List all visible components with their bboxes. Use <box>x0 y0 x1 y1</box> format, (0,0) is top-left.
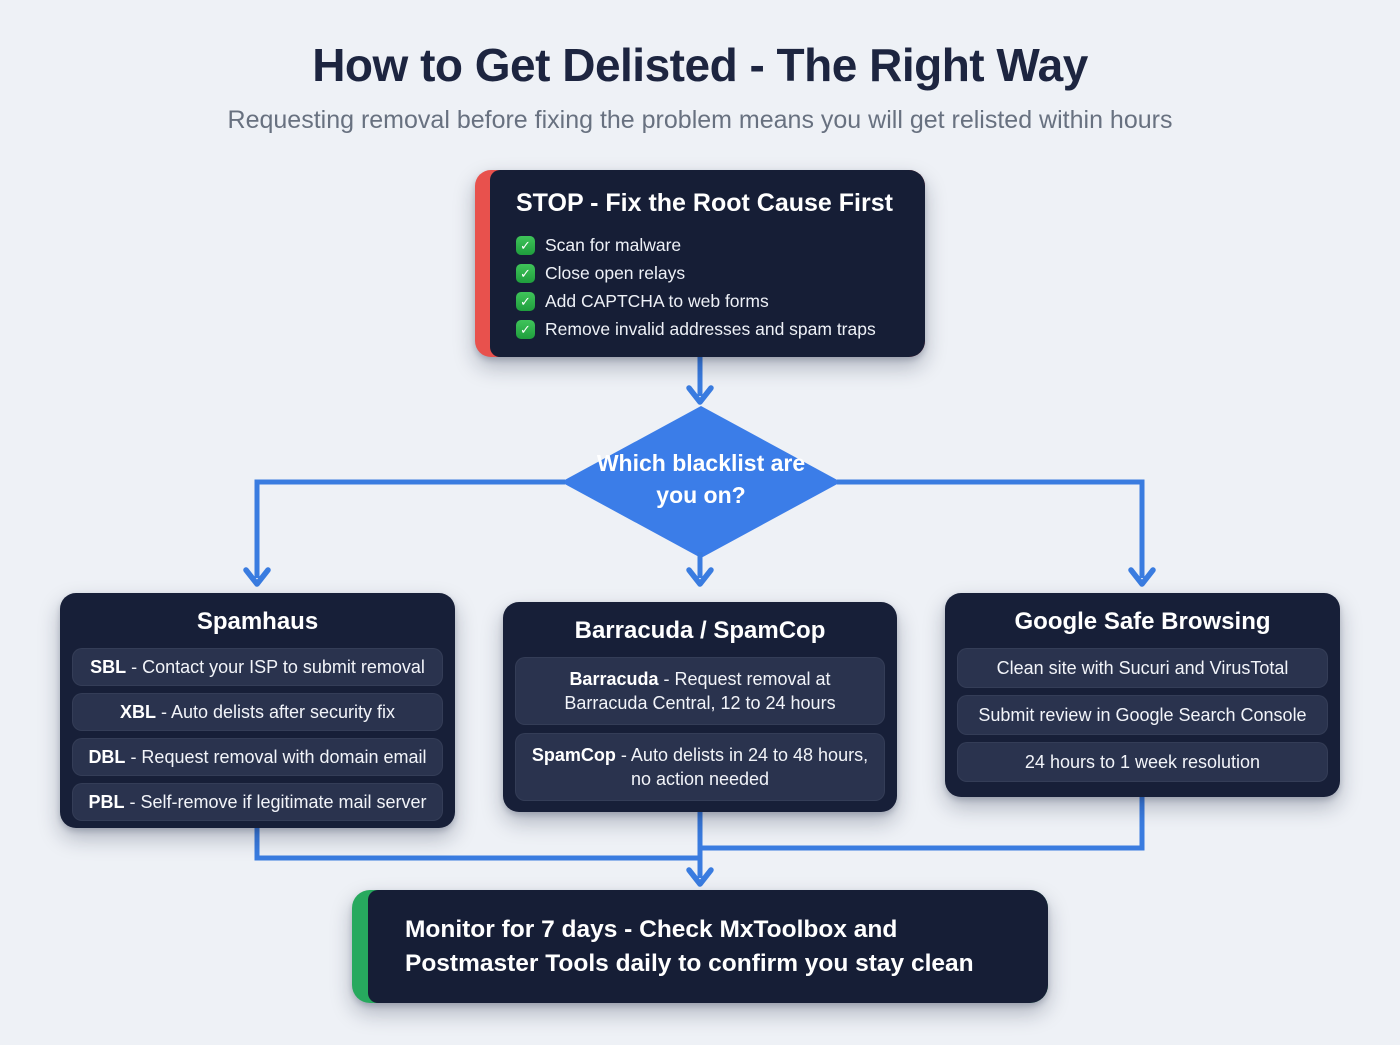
check-icon <box>516 291 535 311</box>
check-icon <box>516 319 535 339</box>
list-item: Barracuda - Request removal at Barracuda… <box>515 657 885 725</box>
checklist-item-label: Scan for malware <box>545 234 682 255</box>
list-item-text: - Request removal with domain email <box>125 747 427 767</box>
arrowhead-down-icon <box>686 567 714 587</box>
list-item: SpamCop - Auto delists in 24 to 48 hours… <box>515 733 885 801</box>
list-item-prefix: XBL <box>119 702 156 722</box>
list-item: PBL - Self-remove if legitimate mail ser… <box>72 783 443 821</box>
checklist-item-label: Add CAPTCHA to web forms <box>545 290 769 311</box>
branch-title: Google Safe Browsing <box>1014 608 1271 635</box>
arrow-decision-to-spamhaus <box>254 479 565 578</box>
arrowhead-down-icon <box>686 385 714 405</box>
list-item: Submit review in Google Search Console <box>957 695 1328 735</box>
line-google-to-merge <box>700 797 1145 851</box>
monitor-box-text: Monitor for 7 days - Check MxToolbox and… <box>405 915 974 977</box>
list-item-text: Clean site with Sucuri and VirusTotal <box>996 658 1289 678</box>
list-item-prefix: Barracuda <box>569 669 659 689</box>
list-item-text: Submit review in Google Search Console <box>978 705 1307 725</box>
branch-title: Barracuda / SpamCop <box>574 617 826 644</box>
list-item-text: 24 hours to 1 week resolution <box>1024 752 1261 772</box>
arrowhead-down-icon <box>686 867 714 887</box>
monitor-box-inner: Monitor for 7 days - Check MxToolbox and… <box>368 890 1048 1003</box>
checklist-item: Add CAPTCHA to web forms <box>516 287 899 315</box>
checklist-item-label: Close open relays <box>545 262 686 283</box>
list-item: Clean site with Sucuri and VirusTotal <box>957 648 1328 688</box>
arrowhead-down-icon <box>1128 567 1156 587</box>
list-item-prefix: SBL <box>90 657 127 677</box>
stop-root-cause-box: STOP - Fix the Root Cause First Scan for… <box>475 170 925 357</box>
check-icon <box>516 263 535 283</box>
checklist-item-label: Remove invalid addresses and spam traps <box>545 318 876 339</box>
branch-box-google-safe-browsing: Google Safe Browsing Clean site with Suc… <box>945 593 1340 797</box>
line-spamhaus-to-merge <box>254 828 700 861</box>
decision-diamond <box>561 406 841 558</box>
list-item-text: - Auto delists after security fix <box>155 702 396 722</box>
page-subtitle: Requesting removal before fixing the pro… <box>227 106 1173 134</box>
branch-title: Spamhaus <box>196 608 319 635</box>
list-item: SBL - Contact your ISP to submit removal <box>72 648 443 686</box>
checklist-item: Remove invalid addresses and spam traps <box>516 315 899 343</box>
branch-box-spamhaus: Spamhaus SBL - Contact your ISP to submi… <box>60 593 455 828</box>
branch-box-barracuda-spamcop: Barracuda / SpamCop Barracuda - Request … <box>503 602 897 812</box>
list-item: 24 hours to 1 week resolution <box>957 742 1328 782</box>
arrow-decision-to-google <box>837 479 1145 578</box>
checklist-item: Close open relays <box>516 259 899 287</box>
list-item-prefix: PBL <box>88 792 125 812</box>
stop-root-cause-inner: STOP - Fix the Root Cause First Scan for… <box>490 170 925 357</box>
stop-box-title: STOP - Fix the Root Cause First <box>516 189 893 217</box>
list-item-text: - Contact your ISP to submit removal <box>126 657 425 677</box>
arrowhead-down-icon <box>243 567 271 587</box>
list-item-text: - Self-remove if legitimate mail server <box>124 792 427 812</box>
checklist-item: Scan for malware <box>516 231 899 259</box>
list-item: XBL - Auto delists after security fix <box>72 693 443 731</box>
monitor-box: Monitor for 7 days - Check MxToolbox and… <box>352 890 1048 1003</box>
check-icon <box>516 235 535 255</box>
list-item-text: - Request removal at Barracuda Central, … <box>564 669 836 713</box>
list-item-prefix: DBL <box>88 747 126 767</box>
decision-label: Which blacklist are you on? <box>596 450 806 508</box>
list-item-text: - Auto delists in 24 to 48 hours, no act… <box>615 745 869 789</box>
page-title: How to Get Delisted - The Right Way <box>312 39 1088 91</box>
list-item-prefix: SpamCop <box>531 745 616 765</box>
list-item: DBL - Request removal with domain email <box>72 738 443 776</box>
